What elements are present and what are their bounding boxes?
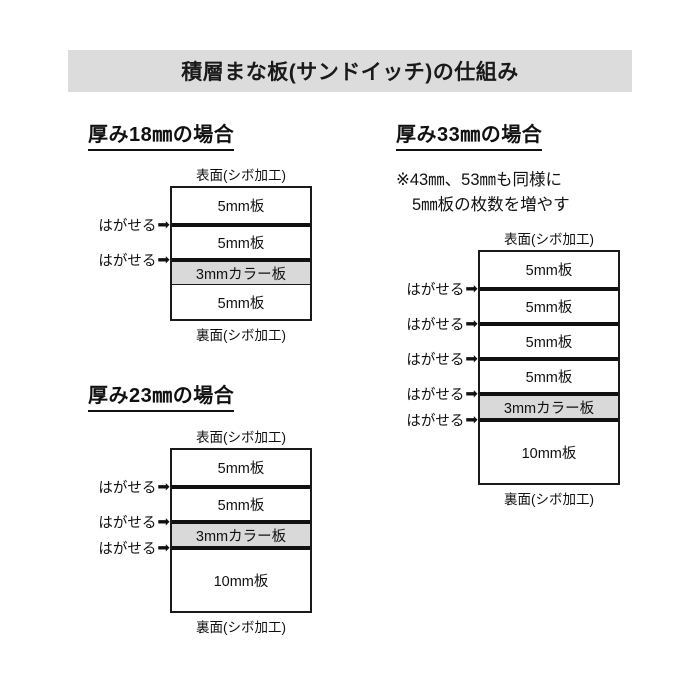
layer-label: 5mm板 — [217, 295, 265, 312]
peel-marker-33mm-6: はがせる➡ — [406, 410, 478, 431]
arrow-right-icon: ➡ — [157, 513, 170, 531]
layer-label: 3mmカラー板 — [195, 266, 287, 283]
note-33mm: ※43㎜、53㎜も同様に 5㎜板の枚数を増やす — [396, 168, 570, 218]
section-heading-18mm: 厚み18㎜の場合 — [88, 118, 235, 151]
peel-marker-18mm-2: はがせる➡ — [98, 215, 170, 236]
layer-label: 3mmカラー板 — [195, 528, 287, 545]
arrow-right-icon: ➡ — [157, 539, 170, 557]
peel-label: はがせる — [98, 515, 157, 532]
layer-label: 5mm板 — [525, 370, 573, 386]
peel-label: はがせる — [98, 541, 157, 558]
arrow-right-icon: ➡ — [157, 251, 170, 269]
note-line-1: ※43㎜、53㎜も同様に — [396, 171, 563, 189]
peel-marker-33mm-5: はがせる➡ — [406, 384, 478, 405]
arrow-right-icon: ➡ — [465, 280, 478, 298]
peel-label: はがせる — [98, 253, 157, 270]
front-face-label-18mm: 表面(シボ加工) — [196, 168, 286, 183]
layer-23mm-2: 5mm板 — [172, 485, 310, 520]
layer-33mm-2: 5mm板 — [480, 287, 618, 322]
layer-label: 5mm板 — [217, 236, 265, 252]
layer-18mm-2: 5mm板 — [172, 223, 310, 258]
layer-label: 5mm板 — [217, 498, 265, 514]
back-face-label-33mm: 裏面(シボ加工) — [504, 492, 594, 507]
layer-label: 3mmカラー板 — [503, 400, 595, 417]
stack-box-18mm: 5mm板 5mm板 3mmカラー板 5mm板 — [170, 186, 312, 321]
page-title: 積層まな板(サンドイッチ)の仕組み — [181, 61, 519, 84]
layer-label: 10mm板 — [213, 574, 269, 590]
peel-label: はがせる — [406, 352, 465, 369]
layer-label: 5mm板 — [217, 199, 265, 215]
stack-diagram-18mm: 表面(シボ加工) 5mm板 5mm板 3mmカラー板 5mm板 裏面(シボ加工) はが… — [98, 168, 312, 343]
peel-marker-33mm-2: はがせる➡ — [406, 279, 478, 300]
peel-marker-18mm-3: はがせる➡ — [98, 250, 170, 271]
layer-33mm-3: 5mm板 — [480, 322, 618, 357]
peel-label: はがせる — [98, 480, 157, 497]
arrow-right-icon: ➡ — [465, 315, 478, 333]
page-title-bar: 積層まな板(サンドイッチ)の仕組み — [68, 50, 632, 92]
stack-diagram-33mm: 表面(シボ加工) 5mm板 5mm板 5mm板 5mm板 3mmカラー板 10mm板 裏面… — [406, 232, 620, 507]
peel-marker-23mm-2: はがせる➡ — [98, 477, 170, 498]
stack-diagram-23mm: 表面(シボ加工) 5mm板 5mm板 3mmカラー板 10mm板 裏面(シボ加工) は… — [98, 430, 312, 635]
peel-label: はがせる — [406, 387, 465, 404]
back-face-label-18mm: 裏面(シボ加工) — [196, 328, 286, 343]
peel-label: はがせる — [406, 282, 465, 299]
layer-18mm-1: 5mm板 — [172, 188, 310, 223]
layer-label: 10mm板 — [521, 446, 577, 462]
note-line-2: 5㎜板の枚数を増やす — [412, 196, 570, 214]
arrow-right-icon: ➡ — [465, 350, 478, 368]
peel-marker-23mm-4: はがせる➡ — [98, 538, 170, 559]
layer-label: 5mm板 — [217, 461, 265, 477]
layer-33mm-4: 5mm板 — [480, 357, 618, 392]
section-heading-23mm: 厚み23㎜の場合 — [88, 379, 235, 412]
front-face-label-23mm: 表面(シボ加工) — [196, 430, 286, 445]
layer-23mm-3: 3mmカラー板 — [172, 520, 310, 546]
layer-label: 5mm板 — [525, 300, 573, 316]
stack-box-33mm: 5mm板 5mm板 5mm板 5mm板 3mmカラー板 10mm板 — [478, 250, 620, 485]
peel-label: はがせる — [406, 317, 465, 334]
arrow-right-icon: ➡ — [465, 385, 478, 403]
arrow-right-icon: ➡ — [157, 216, 170, 234]
arrow-right-icon: ➡ — [157, 478, 170, 496]
layer-18mm-4: 5mm板 — [172, 284, 310, 319]
back-face-label-23mm: 裏面(シボ加工) — [196, 620, 286, 635]
peel-label: はがせる — [406, 413, 465, 430]
section-heading-33mm: 厚み33㎜の場合 — [396, 118, 543, 151]
front-face-label-33mm: 表面(シボ加工) — [504, 232, 594, 247]
layer-18mm-3: 3mmカラー板 — [172, 258, 310, 284]
layer-33mm-1: 5mm板 — [480, 252, 618, 287]
peel-label: はがせる — [98, 218, 157, 235]
peel-marker-23mm-3: はがせる➡ — [98, 512, 170, 533]
layer-23mm-4: 10mm板 — [172, 546, 310, 611]
layer-23mm-1: 5mm板 — [172, 450, 310, 485]
layer-label: 5mm板 — [525, 335, 573, 351]
layer-33mm-6: 10mm板 — [480, 418, 618, 483]
layer-label: 5mm板 — [525, 263, 573, 279]
peel-marker-33mm-3: はがせる➡ — [406, 314, 478, 335]
arrow-right-icon: ➡ — [465, 411, 478, 429]
peel-marker-33mm-4: はがせる➡ — [406, 349, 478, 370]
stack-box-23mm: 5mm板 5mm板 3mmカラー板 10mm板 — [170, 448, 312, 613]
layer-33mm-5: 3mmカラー板 — [480, 392, 618, 418]
